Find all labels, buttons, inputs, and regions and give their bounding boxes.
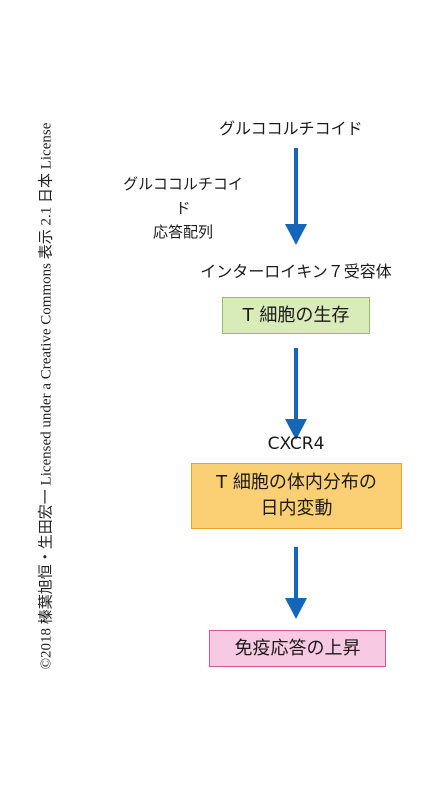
diurnal-variation-box: T 細胞の体内分布の 日内変動 bbox=[191, 463, 402, 529]
gre-label-line1: グルココルチコイド bbox=[123, 175, 243, 217]
arrow-1 bbox=[285, 148, 307, 245]
il7-receptor-label: インターロイキン７受容体 bbox=[200, 262, 392, 281]
immune-response-text: 免疫応答の上昇 bbox=[234, 637, 361, 659]
cxcr4-label: CXCR4 bbox=[267, 434, 325, 454]
arrow-3 bbox=[285, 547, 307, 619]
gre-label-line2: 応答配列 bbox=[152, 223, 213, 241]
tcell-survival-box: T 細胞の生存 bbox=[222, 297, 370, 334]
diurnal-line2: 日内変動 bbox=[260, 498, 333, 519]
arrow-2 bbox=[285, 348, 307, 440]
license-credit: ©2018 榛葉旭恒・生田宏一 Licensed under a Creativ… bbox=[38, 122, 55, 670]
immune-response-box: 免疫応答の上昇 bbox=[209, 630, 386, 667]
glucocorticoid-label: グルココルチコイド bbox=[219, 119, 363, 138]
tcell-survival-text: T 細胞の生存 bbox=[242, 304, 350, 326]
diurnal-line1: T 細胞の体内分布の bbox=[216, 472, 377, 493]
gre-label: グルココルチコイド 応答配列 bbox=[118, 172, 248, 244]
